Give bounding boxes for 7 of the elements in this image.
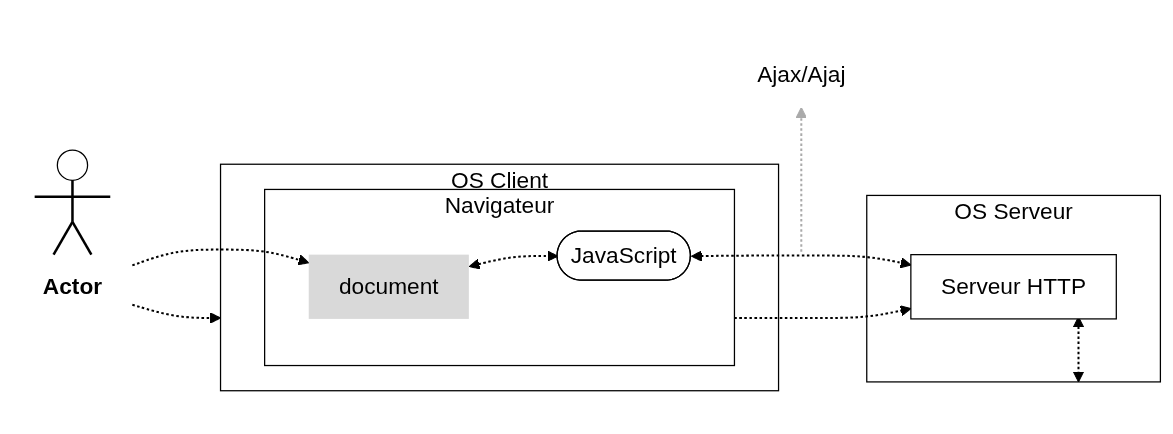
arrow [795,107,807,252]
node-text: Ajax/Ajaj [757,62,846,88]
node-box: document [308,254,469,319]
arrow [132,303,222,324]
node-label: Actor [42,273,103,299]
arrow [132,248,310,267]
node-box: Serveur HTTP [910,254,1117,320]
